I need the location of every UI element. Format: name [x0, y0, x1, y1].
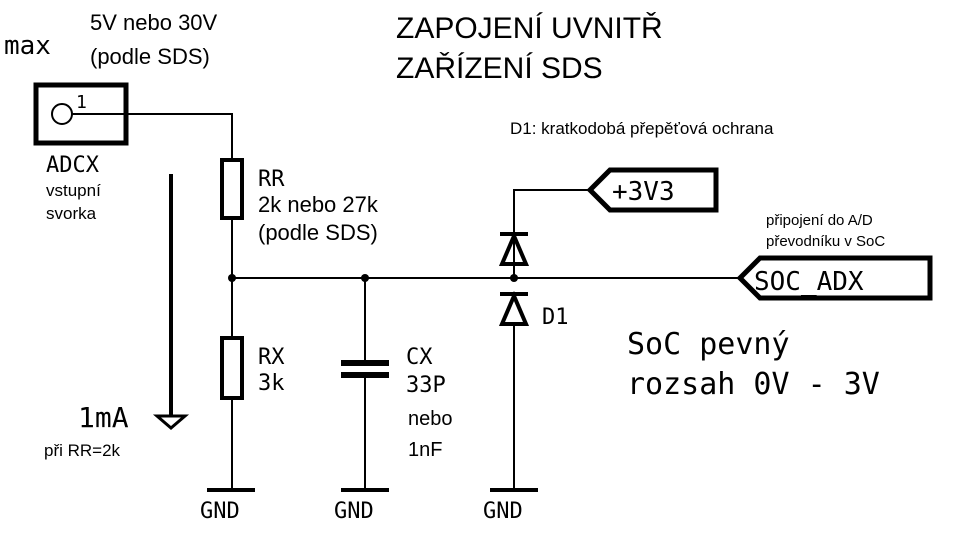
- rr-value-line2: (podle SDS): [258, 220, 378, 245]
- supply-net-flag-icon[interactable]: [586, 167, 719, 213]
- adc-net-label: SOC_ADX: [754, 267, 864, 297]
- cx-value-line2: nebo: [408, 408, 453, 430]
- adc-net-flag-icon[interactable]: [736, 255, 933, 301]
- diode-upper-icon: [498, 230, 530, 266]
- rr-resistor-icon: [220, 158, 244, 220]
- input-voltage-line1: 5V nebo 30V: [90, 10, 218, 35]
- soc-line1: SoC pevný: [627, 327, 790, 362]
- title-line1: ZAPOJENÍ UVNITŘ: [396, 12, 663, 45]
- soc-line2: rozsah 0V - 3V: [627, 367, 880, 402]
- d1-name: D1: [542, 305, 569, 330]
- connector-pin-icon: [51, 103, 73, 125]
- gnd-symbol-cx: GND: [334, 488, 389, 524]
- current-note: při RR=2k: [44, 441, 121, 460]
- rr-name: RR: [258, 167, 285, 192]
- connector-name: ADCX: [46, 153, 100, 178]
- cx-value-line1: 33P: [406, 373, 446, 398]
- gnd-symbol-rx: GND: [200, 488, 255, 524]
- d1-note: D1: kratkodobá přepěťová ochrana: [510, 119, 774, 138]
- input-voltage-line2: (podle SDS): [90, 44, 210, 69]
- gnd-label: GND: [334, 499, 374, 524]
- cx-value-line3: 1nF: [408, 439, 442, 461]
- rx-name: RX: [258, 345, 285, 370]
- connector-desc-line2: svorka: [46, 204, 97, 223]
- rr-value-line1: 2k nebo 27k: [258, 192, 379, 217]
- title-line2: ZAŘÍZENÍ SDS: [396, 52, 603, 85]
- adc-note-line1: připojení do A/D: [766, 212, 873, 229]
- gnd-label: GND: [483, 499, 523, 524]
- junction-dot: [228, 274, 236, 282]
- gnd-label: GND: [200, 499, 240, 524]
- diode-lower-icon: [498, 290, 530, 326]
- rx-value: 3k: [258, 371, 285, 396]
- rx-resistor-icon: [220, 336, 244, 400]
- wire-diode-supply: [513, 189, 590, 278]
- max-label: max: [4, 31, 51, 61]
- connector-desc-line1: vstupní: [46, 181, 101, 200]
- pin-number: 1: [76, 92, 87, 113]
- cx-name: CX: [406, 345, 433, 370]
- adc-note-line2: převodníku v SoC: [766, 233, 885, 250]
- wire-input: [72, 113, 233, 160]
- current-arrow-icon: [152, 414, 190, 430]
- current-value: 1mA: [78, 401, 129, 434]
- supply-net-label: +3V3: [612, 177, 675, 207]
- gnd-symbol-d1: GND: [483, 488, 538, 524]
